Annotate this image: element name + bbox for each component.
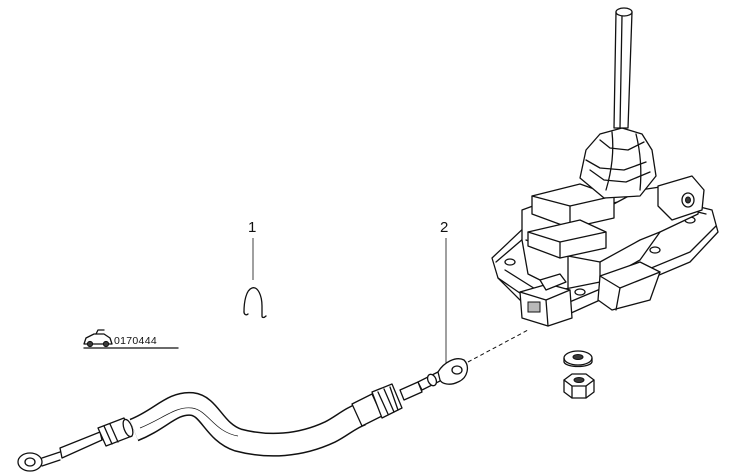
retaining-clip bbox=[243, 287, 267, 319]
washer bbox=[563, 350, 593, 368]
reference-code-group: 0170444 bbox=[83, 329, 179, 349]
car-reference-icon bbox=[83, 329, 113, 348]
nut bbox=[563, 373, 595, 399]
reference-code: 0170444 bbox=[114, 335, 157, 347]
callout-2: 2 bbox=[440, 219, 448, 364]
callout-label-2: 2 bbox=[440, 219, 448, 236]
callout-label-1: 1 bbox=[248, 219, 256, 236]
shift-cable bbox=[17, 358, 469, 472]
callout-1: 1 bbox=[248, 219, 256, 280]
gear-shift-assembly bbox=[491, 7, 719, 327]
assembly-guide-line bbox=[467, 329, 529, 363]
